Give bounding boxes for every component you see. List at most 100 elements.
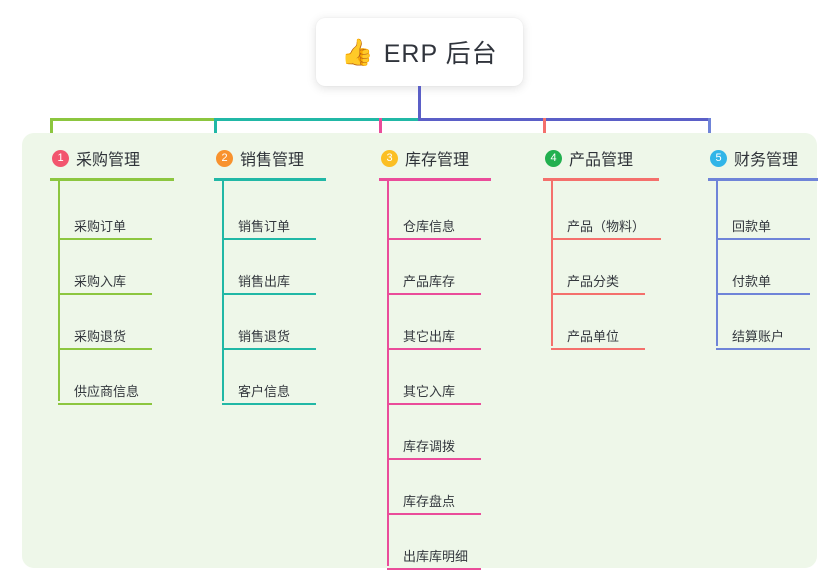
branch-underline-2 (214, 178, 326, 181)
branch-item[interactable]: 客户信息 (222, 381, 316, 405)
branch-item-label: 销售订单 (238, 219, 291, 234)
root-stem (418, 86, 421, 121)
thumbs-up-icon: 👍 (341, 37, 374, 67)
branch-item-label: 采购入库 (74, 274, 127, 289)
branch-item-underline (551, 238, 661, 240)
branch-item-label: 产品库存 (403, 274, 456, 289)
branch-item-underline (387, 238, 481, 240)
branch-item-label: 付款单 (732, 274, 772, 289)
page-title: ERP 后台 (383, 40, 498, 68)
branch-item-underline (387, 348, 481, 350)
branch-item[interactable]: 出库库明细 (387, 546, 481, 570)
segment-right (418, 118, 711, 121)
branch-item-underline (387, 513, 481, 515)
branch-item[interactable]: 产品分类 (551, 271, 645, 295)
branch-item-underline (387, 458, 481, 460)
branch-item-label: 供应商信息 (74, 384, 140, 399)
branch-item-label: 产品单位 (567, 329, 620, 344)
branch-badge-5: 5 (710, 149, 727, 167)
segment-purchase (50, 118, 216, 121)
branch-item-underline (387, 293, 481, 295)
branch-spine-4 (551, 178, 553, 346)
branch-underline-5 (708, 178, 818, 181)
branch-item-underline (58, 403, 152, 405)
branch-item[interactable]: 付款单 (716, 271, 810, 295)
drop-line-5 (708, 118, 711, 145)
branch-title-3: 库存管理 (405, 152, 470, 169)
branch-item-label: 出库库明细 (403, 549, 469, 564)
branch-item[interactable]: 销售出库 (222, 271, 316, 295)
branch-item-label: 结算账户 (732, 329, 785, 344)
branch-item-label: 采购退货 (74, 329, 127, 344)
branch-item[interactable]: 产品（物料） (551, 216, 661, 240)
branch-item[interactable]: 库存盘点 (387, 491, 481, 515)
branch-item-underline (551, 348, 645, 350)
branch-item[interactable]: 销售退货 (222, 326, 316, 350)
branch-item[interactable]: 仓库信息 (387, 216, 481, 240)
branch-column-2: 2 销售管理销售订单销售出库销售退货客户信息 (200, 144, 326, 405)
branch-item[interactable]: 其它出库 (387, 326, 481, 350)
branch-item-underline (551, 293, 645, 295)
branch-header-2[interactable]: 2 销售管理 (200, 144, 304, 172)
branch-item-label: 销售出库 (238, 274, 291, 289)
branch-item-underline (222, 348, 316, 350)
branch-item[interactable]: 采购入库 (58, 271, 152, 295)
branch-item-underline (222, 238, 316, 240)
branch-item-label: 销售退货 (238, 329, 291, 344)
branch-column-5: 5 财务管理回款单付款单结算账户 (694, 144, 818, 350)
branch-item-label: 采购订单 (74, 219, 127, 234)
branch-badge-2: 2 (216, 149, 233, 167)
branch-item[interactable]: 产品库存 (387, 271, 481, 295)
branch-item-label: 库存盘点 (403, 494, 456, 509)
branch-item-label: 客户信息 (238, 384, 291, 399)
branch-item[interactable]: 采购订单 (58, 216, 152, 240)
drop-line-3 (379, 118, 382, 145)
branch-underline-1 (50, 178, 174, 181)
branch-item-label: 产品分类 (567, 274, 620, 289)
branch-item-underline (58, 238, 152, 240)
branch-item-label: 库存调拨 (403, 439, 456, 454)
drop-line-4 (543, 118, 546, 145)
branch-title-2: 销售管理 (240, 152, 305, 169)
branch-item[interactable]: 产品单位 (551, 326, 645, 350)
branch-item-underline (716, 293, 810, 295)
branch-spine-5 (716, 178, 718, 346)
branch-item-underline (58, 293, 152, 295)
branch-badge-3: 3 (381, 149, 398, 167)
drop-line-2 (214, 118, 217, 145)
branch-column-3: 3 库存管理仓库信息产品库存其它出库其它入库库存调拨库存盘点出库库明细 (365, 144, 491, 570)
branch-item-underline (387, 403, 481, 405)
branch-item[interactable]: 其它入库 (387, 381, 481, 405)
branch-item-label: 其它入库 (403, 384, 456, 399)
branch-title-4: 产品管理 (569, 152, 634, 169)
branch-item-label: 回款单 (732, 219, 772, 234)
branch-item[interactable]: 销售订单 (222, 216, 316, 240)
branch-spine-1 (58, 178, 60, 401)
root-node-card[interactable]: 👍 ERP 后台 (316, 18, 523, 86)
branch-item-underline (58, 348, 152, 350)
branch-spine-2 (222, 178, 224, 401)
branch-item[interactable]: 库存调拨 (387, 436, 481, 460)
branch-item-label: 其它出库 (403, 329, 456, 344)
branch-title-5: 财务管理 (734, 152, 799, 169)
branch-header-3[interactable]: 3 库存管理 (365, 144, 469, 172)
branch-item[interactable]: 回款单 (716, 216, 810, 240)
branch-item-label: 产品（物料） (567, 219, 646, 234)
branch-item[interactable]: 供应商信息 (58, 381, 152, 405)
branch-underline-4 (543, 178, 659, 181)
branch-item-underline (222, 403, 316, 405)
branch-item[interactable]: 采购退货 (58, 326, 152, 350)
branch-item-underline (716, 238, 810, 240)
drop-line-1 (50, 118, 53, 145)
branch-item[interactable]: 结算账户 (716, 326, 810, 350)
branch-spine-3 (387, 178, 389, 566)
branch-header-4[interactable]: 4 产品管理 (529, 144, 633, 172)
branch-title-1: 采购管理 (76, 152, 141, 169)
branch-item-underline (716, 348, 810, 350)
branch-column-4: 4 产品管理产品（物料） 产品分类产品单位 (529, 144, 661, 350)
branch-badge-4: 4 (545, 149, 562, 167)
branch-header-5[interactable]: 5 财务管理 (694, 144, 798, 172)
